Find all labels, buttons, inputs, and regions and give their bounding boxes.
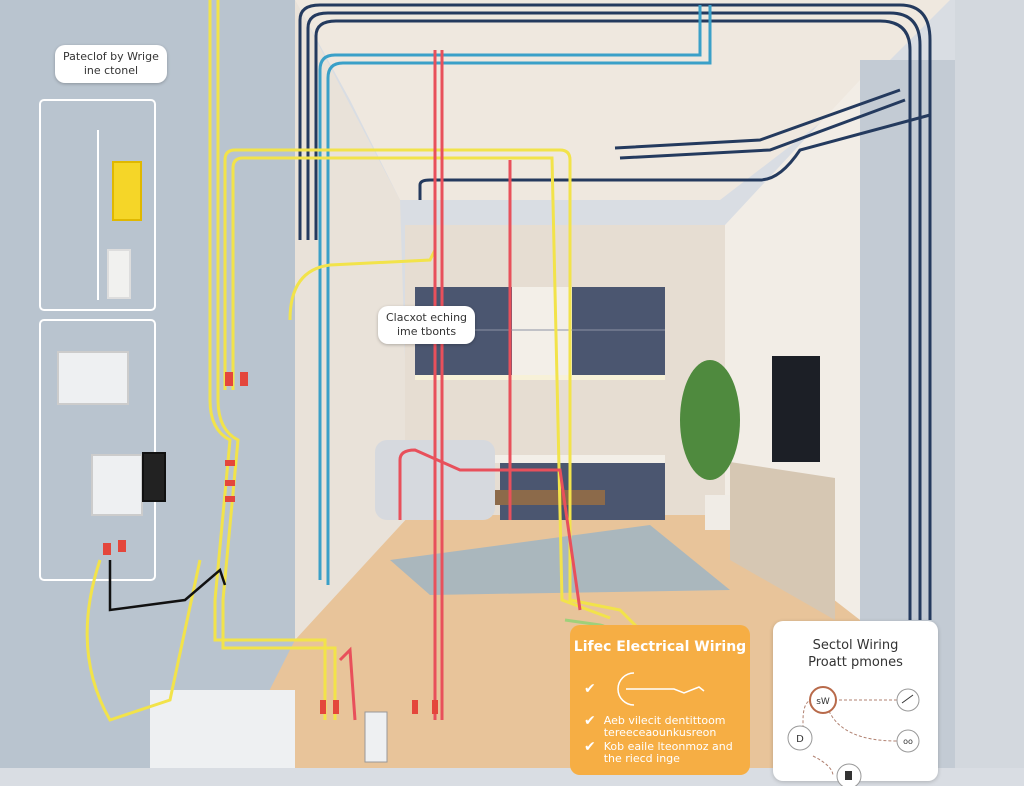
orange-card-item-text: Aeb vilecit dentittoom tereeceaounkusreo… <box>603 714 726 739</box>
outlet-icon: D <box>787 725 813 751</box>
baseboard-left <box>150 690 295 768</box>
coffee-table <box>495 490 605 505</box>
lamp-icon <box>836 763 862 786</box>
wire-loop-icon <box>616 672 705 706</box>
orange-card-item-text: Kob eaile lteonmoz and the riecd inge <box>603 740 733 765</box>
component-diagram: sW D oo <box>787 686 920 786</box>
outlet-box <box>364 711 388 763</box>
white-card-title-line1: Sectol Wiring <box>812 638 899 653</box>
callout-top-left-line1: Pateclof by Wrige <box>63 50 159 63</box>
check-icon: ✔ <box>584 681 596 697</box>
orange-info-card: Lifec Electrical Wiring ✔ ✔ Aeb vilecit … <box>570 625 750 775</box>
red-wires <box>338 50 582 721</box>
white-card-title: Sectol Wiring Proatt pmones <box>773 637 938 671</box>
tv <box>772 356 820 462</box>
svg-text:D: D <box>796 734 804 745</box>
wall-diagram-panel-bottom <box>39 319 166 581</box>
blue-wires <box>318 5 712 585</box>
svg-text:oo: oo <box>903 737 913 746</box>
far-right-wall <box>955 0 1024 768</box>
callout-center-line1: Clacxot eching <box>386 311 468 324</box>
wall-diagram-panel-top <box>39 99 156 311</box>
orange-card-title: Lifec Electrical Wiring <box>573 639 747 655</box>
left-wall <box>0 0 295 768</box>
callout-center: Clacxot eching ime tbonts <box>378 306 476 344</box>
navy-wires <box>298 3 932 620</box>
callout-center-line2: ime tbonts <box>396 325 457 338</box>
callout-top-left-line2: ine ctonel <box>83 64 139 77</box>
orange-card-item: ✔ <box>584 669 736 709</box>
callout-top-left: Pateclof by Wrige ine ctonel <box>55 45 167 83</box>
white-info-card: Sectol Wiring Proatt pmones sW D oo <box>773 621 938 786</box>
black-cable <box>108 560 227 612</box>
white-card-title-line2: Proatt pmones <box>808 655 903 670</box>
yellow-wires <box>85 0 652 722</box>
check-icon: ✔ <box>584 739 596 755</box>
plant <box>680 360 740 530</box>
wire-connectors <box>103 372 438 714</box>
plug-icon: oo <box>896 729 920 753</box>
orange-card-item: ✔ Aeb vilecit dentittoom tereeceaounkusr… <box>584 713 736 739</box>
svg-text:sW: sW <box>816 697 830 707</box>
orange-card-item: ✔ Kob eaile lteonmoz and the riecd inge <box>584 739 736 765</box>
tv-console <box>730 462 835 620</box>
tool-icon <box>896 688 920 712</box>
switch-icon: sW <box>809 686 837 714</box>
check-icon: ✔ <box>584 713 596 729</box>
